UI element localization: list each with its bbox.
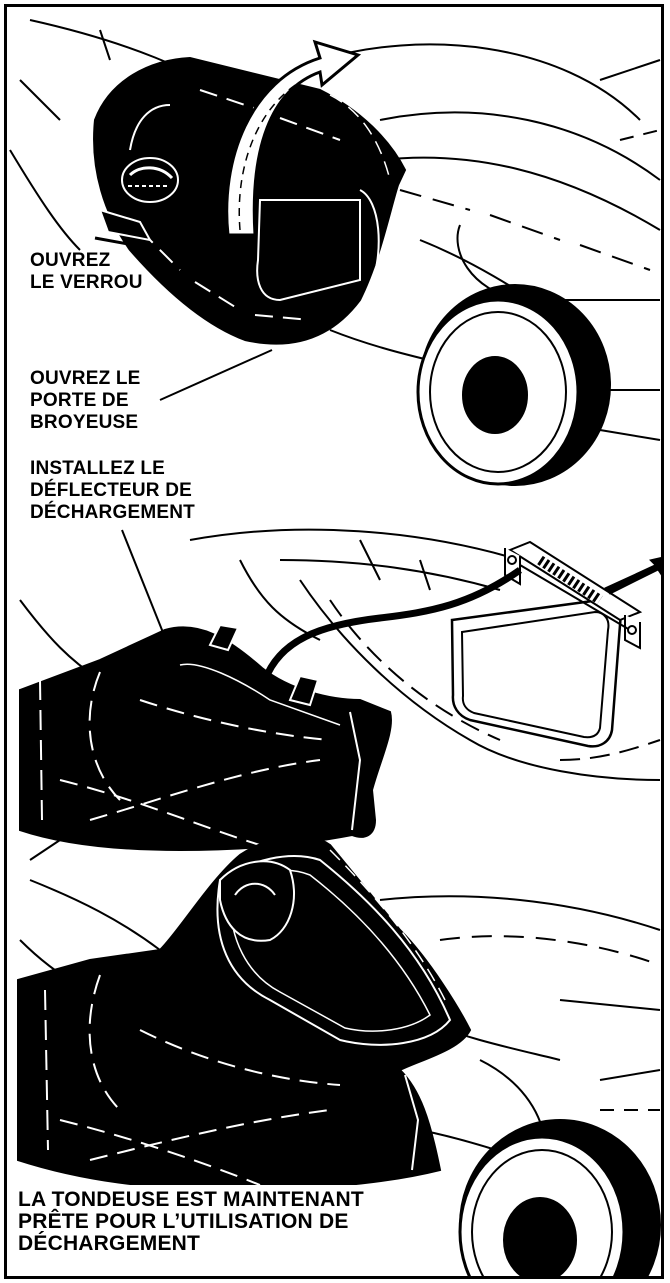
leader-deflector	[122, 530, 170, 650]
leader-mulch-door	[160, 350, 272, 400]
discharge-deflector	[20, 625, 391, 850]
rear-wheel-bottom	[460, 1120, 660, 1283]
label-line: PORTE DE	[30, 390, 141, 412]
arrow-up-right-icon	[605, 555, 670, 594]
label-ready-for-discharge: LA TONDEUSE EST MAINTENANT PRÊTE POUR L’…	[12, 1185, 370, 1255]
label-line: BROYEUSE	[30, 412, 141, 434]
label-line: PRÊTE POUR L’UTILISATION DE	[18, 1211, 364, 1233]
installed-deflector	[18, 836, 470, 1190]
label-line: OUVREZ	[30, 250, 143, 272]
rear-door-opening	[452, 600, 620, 746]
label-line: OUVREZ LE	[30, 368, 141, 390]
label-line: DÉCHARGEMENT	[30, 502, 195, 524]
label-open-latch: OUVREZ LE VERROU	[30, 250, 143, 294]
label-open-mulch-door: OUVREZ LE PORTE DE BROYEUSE	[30, 368, 141, 434]
label-line: LE VERROU	[30, 272, 143, 294]
label-install-deflector: INSTALLEZ LE DÉFLECTEUR DE DÉCHARGEMENT	[30, 458, 195, 524]
label-line: INSTALLEZ LE	[30, 458, 195, 480]
label-line: LA TONDEUSE EST MAINTENANT	[18, 1189, 364, 1211]
rear-wheel-top	[418, 285, 610, 485]
label-line: DÉFLECTEUR DE	[30, 480, 195, 502]
label-line: DÉCHARGEMENT	[18, 1233, 364, 1255]
